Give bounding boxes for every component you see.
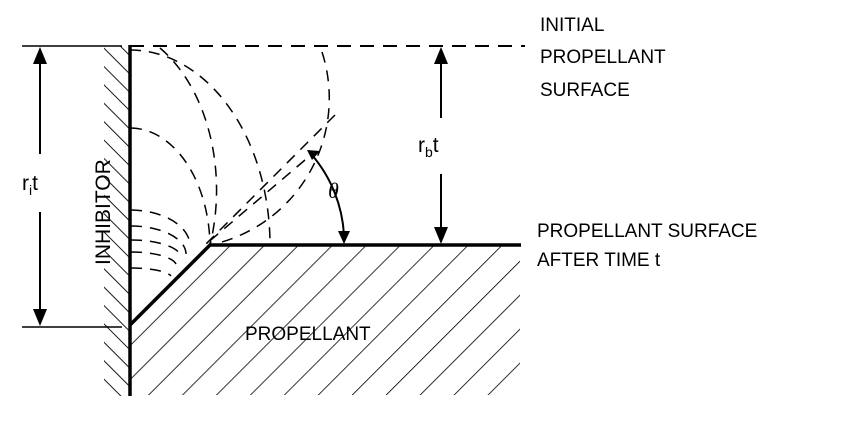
inhibitor-label: INHIBITOR xyxy=(92,159,115,265)
initial-surface-label: SURFACE xyxy=(540,80,630,101)
theta-label: θ xyxy=(328,178,339,203)
rb-dimension xyxy=(434,47,448,244)
surface-after-label: PROPELLANT SURFACE xyxy=(537,221,757,242)
propellant-region xyxy=(131,245,520,395)
ri-label: rit xyxy=(22,172,38,198)
propellant-label: PROPELLANT xyxy=(245,324,371,345)
initial-surface-label: INITIAL xyxy=(540,15,604,36)
theta-angle-arc xyxy=(307,150,350,244)
inhibitor-hatching xyxy=(104,46,129,396)
ri-dimension xyxy=(22,45,122,328)
rb-label: rbt xyxy=(418,134,439,160)
initial-surface-label: PROPELLANT xyxy=(540,47,666,68)
burning-arcs xyxy=(129,47,336,277)
surface-after-label: AFTER TIME t xyxy=(537,250,661,271)
